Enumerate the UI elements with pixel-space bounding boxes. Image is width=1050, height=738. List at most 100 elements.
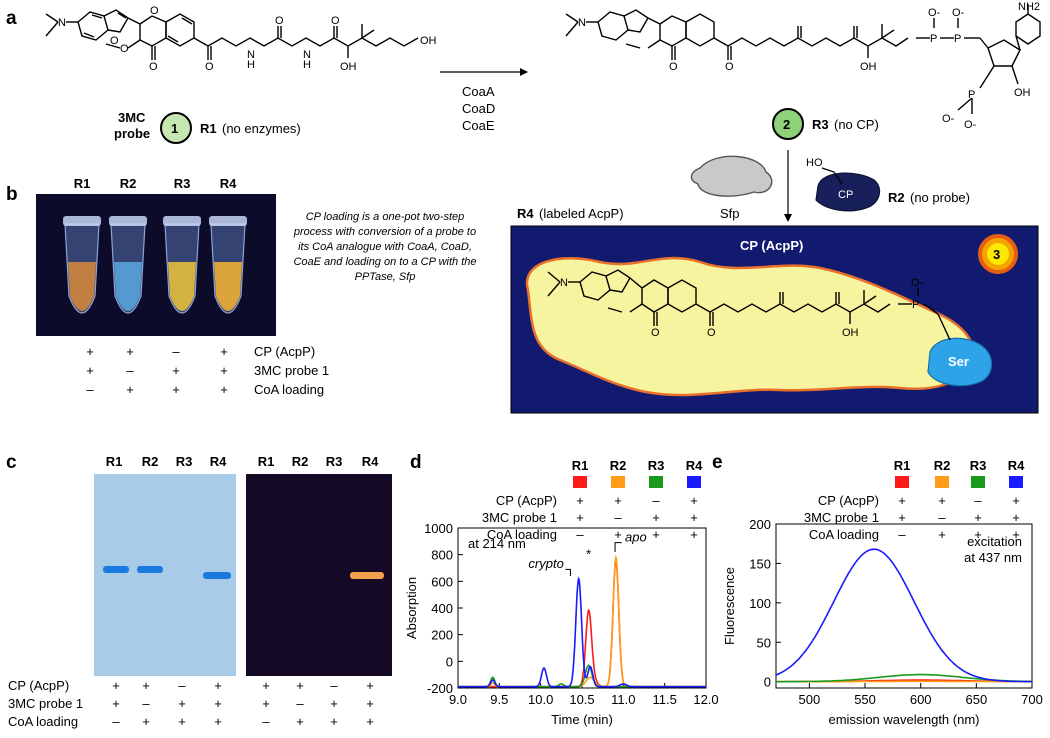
probe-1-atoms: N O O O O O N H O N H O OH OH <box>58 5 437 73</box>
annotation-line2: at 437 nm <box>964 550 1022 565</box>
legend-row-label: 3MC probe 1 <box>482 510 557 525</box>
legend-row-label: CP (AcpP) <box>496 493 557 508</box>
atom-o-4: O <box>149 61 158 73</box>
legend-sign: + <box>1012 527 1020 542</box>
atom-oh-5: OH <box>842 327 859 339</box>
legend-sign: + <box>614 527 622 542</box>
tube-solution <box>114 262 142 311</box>
legend-sign: + <box>974 510 982 525</box>
r2-note: (no probe) <box>910 190 970 205</box>
y-tick-label: 600 <box>431 574 453 589</box>
compound-3-badge: 3 <box>978 234 1018 274</box>
atom-ominus-4: O- <box>964 119 977 131</box>
c-cond-right-sign: + <box>330 696 338 711</box>
tube-label: R2 <box>120 176 137 191</box>
legend-sign: + <box>690 510 698 525</box>
c-cond-right-sign: – <box>262 714 270 729</box>
legend-swatch-r4 <box>1009 476 1023 488</box>
legend-sign: – <box>576 527 584 542</box>
legend-sign: + <box>974 527 982 542</box>
atom-ominus-5: O- <box>911 277 924 289</box>
atom-o-9: O <box>725 61 734 73</box>
legend-sign: + <box>690 493 698 508</box>
legend-sign: + <box>898 493 906 508</box>
legend-sign: – <box>938 510 946 525</box>
legend-row-label: CoA loading <box>487 527 557 542</box>
panel-a-label: a <box>6 8 17 29</box>
plot-frame <box>457 527 707 689</box>
coomassie-band-r4 <box>203 572 231 579</box>
legend-sign: – <box>652 493 660 508</box>
enzyme-coad: CoaD <box>462 101 495 116</box>
atom-p-1: P <box>930 33 937 45</box>
atom-h-2: H <box>303 59 311 71</box>
tube-label: R3 <box>174 176 191 191</box>
tube-solution <box>168 262 196 311</box>
b-cond-sign: + <box>172 363 180 378</box>
b-cond-sign: + <box>126 344 134 359</box>
atom-o-8: O <box>669 61 678 73</box>
x-axis-label: emission wavelength (nm) <box>828 712 979 727</box>
tube-label: R4 <box>220 176 237 191</box>
serine-residue-icon <box>927 337 993 387</box>
fluorescent-band-r4 <box>350 572 384 579</box>
atom-o-2: O <box>150 5 159 17</box>
compound-1-badge: 1 <box>160 112 192 144</box>
y-tick-label: 200 <box>431 628 453 643</box>
tube-r2 <box>109 216 147 314</box>
tube-r1 <box>63 216 101 314</box>
c-cond-left-sign: – <box>112 714 120 729</box>
cp-ho-atom: HO <box>806 157 823 169</box>
legend-label: R3 <box>648 458 665 473</box>
coomassie-band-r2 <box>137 566 163 573</box>
atom-o-6: O <box>275 15 284 27</box>
c-cond-right-sign: + <box>262 678 270 693</box>
atom-n-2: N <box>247 49 255 61</box>
c-cond-right-sign: + <box>296 714 304 729</box>
b-cond-row-label: CoA loading <box>254 382 324 397</box>
legend-sign: + <box>652 527 660 542</box>
c-cond-left-sign: + <box>178 714 186 729</box>
panel-b-label: b <box>6 184 18 205</box>
compound-2-badge: 2 <box>772 108 804 140</box>
c-cond-left-sign: + <box>142 714 150 729</box>
series-r4 <box>458 576 706 688</box>
y-tick-label: 200 <box>749 517 771 532</box>
c-cond-right-sign: + <box>262 696 270 711</box>
legend-row-label: CP (AcpP) <box>818 493 879 508</box>
r2-name: R2 <box>888 190 905 205</box>
legend-row-label: CoA loading <box>809 527 879 542</box>
legend-label: R3 <box>970 458 987 473</box>
c-cond-left-row-label: CP (AcpP) <box>8 678 69 693</box>
y-tick-label: 150 <box>749 556 771 571</box>
legend-sign: + <box>690 527 698 542</box>
sfp-label: Sfp <box>720 206 740 221</box>
c-cond-left-row-label: 3MC probe 1 <box>8 696 83 711</box>
y-tick-label: 0 <box>764 675 771 690</box>
x-axis-label: Time (min) <box>551 712 613 727</box>
enzyme-coaa: CoaA <box>462 84 495 99</box>
legend-sign: + <box>938 527 946 542</box>
b-cond-sign: + <box>86 344 94 359</box>
c-cond-right-sign: + <box>330 714 338 729</box>
atom-oh-4: OH <box>1014 87 1031 99</box>
x-tick-label: 10.5 <box>569 692 594 707</box>
c-cond-left-sign: + <box>214 696 222 711</box>
r4-note: (labeled AcpP) <box>539 206 624 221</box>
atom-o-3: O <box>120 43 129 55</box>
x-tick-label: 11.5 <box>652 692 676 707</box>
b-cond-sign: + <box>172 382 180 397</box>
peak-label-star: * <box>586 547 591 562</box>
gel-lane-label: R3 <box>176 454 193 469</box>
c-cond-left-sign: + <box>112 678 120 693</box>
enzyme-coae: CoaE <box>462 118 495 133</box>
x-tick-label: 600 <box>910 692 932 707</box>
series-r4 <box>775 548 1032 683</box>
legend-sign: + <box>614 493 622 508</box>
panel-b-conditions: ++–+CP (AcpP)+–++3MC probe 1–+++CoA load… <box>86 344 329 397</box>
legend-sign: – <box>614 510 622 525</box>
